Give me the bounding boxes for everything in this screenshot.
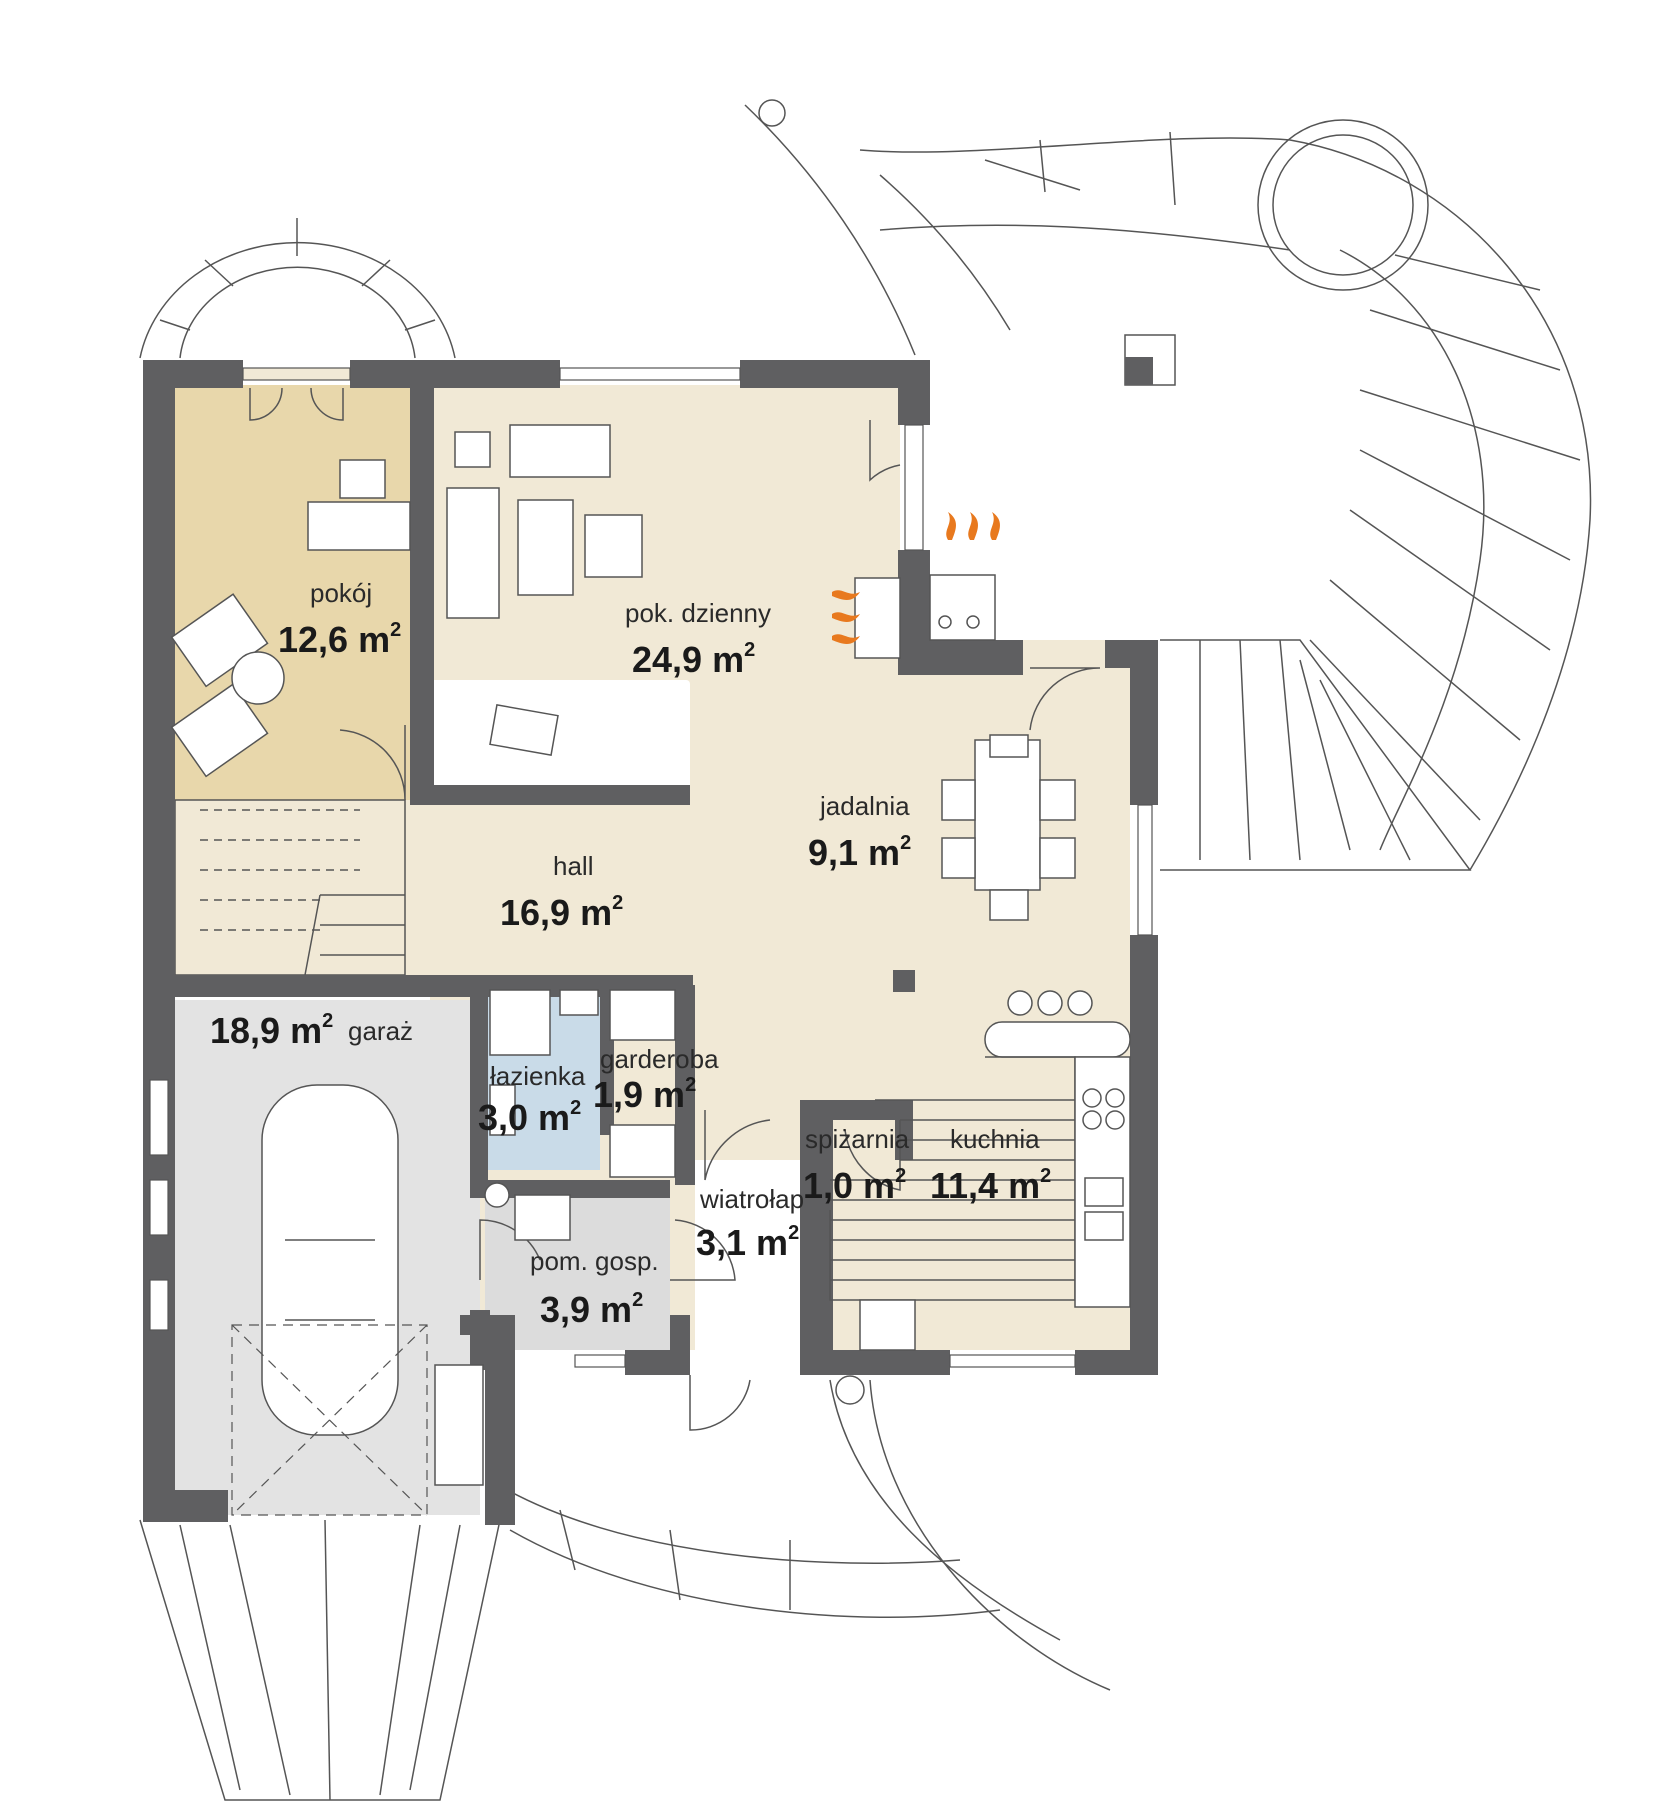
room-area-kuchnia: 11,4 m2 [930,1165,1051,1206]
fireplace-flame-icons [832,512,1000,644]
room-area-pokoj: 12,6 m2 [278,619,401,660]
room-name-lazienka: łazienka [490,1061,586,1091]
room-name-garaz: garaż [348,1016,413,1046]
room-area-wiatrolap: 3,1 m2 [696,1222,799,1263]
room-name-pok-dzienny: pok. dzienny [625,598,771,628]
room-name-jadalnia: jadalnia [819,791,910,821]
room-area-jadalnia: 9,1 m2 [808,832,911,873]
room-labels: pokój 12,6 m2 pok. dzienny 24,9 m2 jadal… [210,578,1051,1330]
room-name-wiatrolap: wiatrołap [699,1184,804,1214]
doors [249,387,1101,1431]
room-name-pom-gosp: pom. gosp. [530,1246,659,1276]
room-area-garderoba: 1,9 m2 [593,1074,696,1115]
room-area-garaz: 18,9 m2 [210,1010,333,1051]
chimney-icon [1124,334,1176,386]
room-name-hall: hall [553,851,593,881]
furniture [170,424,1131,1516]
room-name-spizarnia: spiżarnia [805,1124,910,1154]
windows [149,367,1153,1368]
room-name-garderoba: garderoba [600,1044,719,1074]
terrace-outlines [139,99,1592,1801]
room-area-pok-dzienny: 24,9 m2 [632,639,755,680]
room-area-hall: 16,9 m2 [500,892,623,933]
room-area-spizarnia: 1,0 m2 [803,1165,906,1206]
room-name-kuchnia: kuchnia [950,1124,1040,1154]
room-area-lazienka: 3,0 m2 [478,1097,581,1138]
walls [143,360,1158,1525]
room-area-pom-gosp: 3,9 m2 [540,1289,643,1330]
room-name-pokoj: pokój [310,578,372,608]
